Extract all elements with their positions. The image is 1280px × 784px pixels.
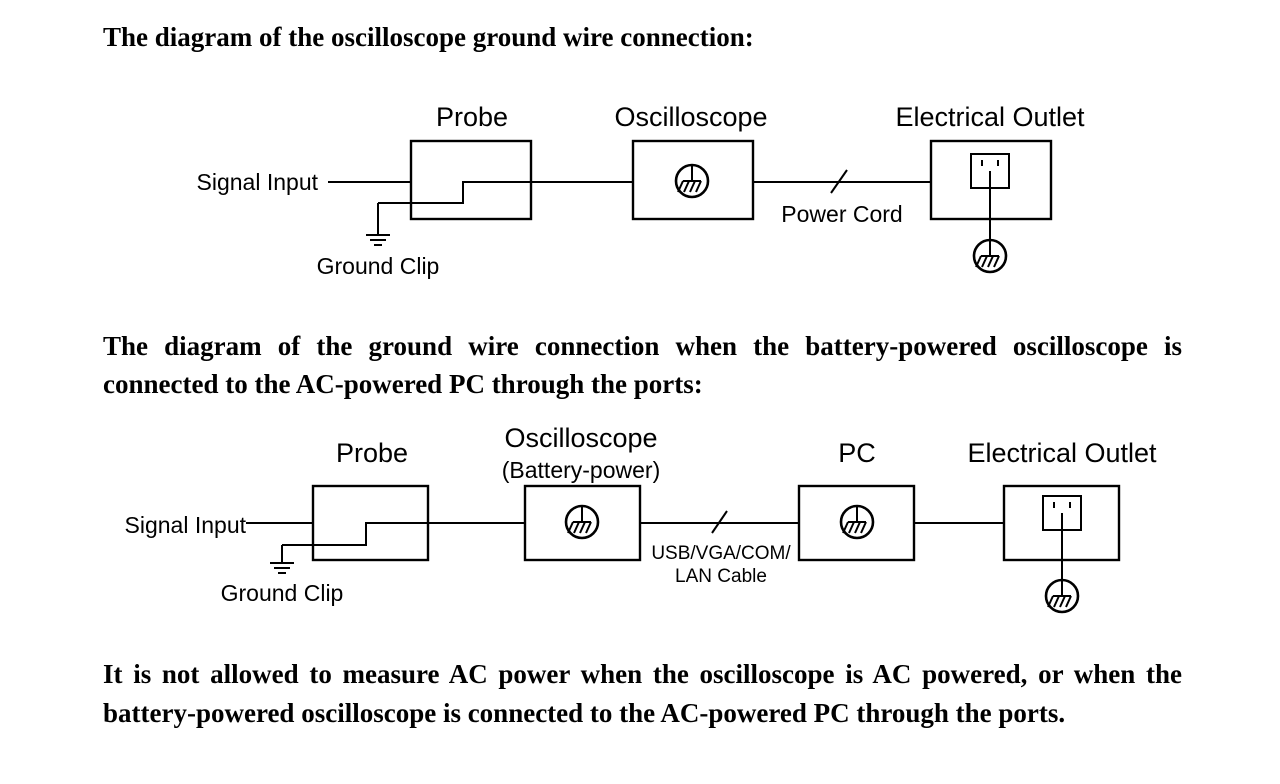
outlet-ground-icon (972, 238, 1008, 274)
oscilloscope-label: Oscilloscope (614, 102, 767, 132)
probe-inner-wire-2 (282, 522, 428, 546)
pc-label: PC (838, 438, 876, 468)
power-cord-label: Power Cord (781, 201, 902, 227)
electrical-outlet-label: Electrical Outlet (895, 102, 1085, 132)
chassis-ground-icon-2 (564, 504, 600, 540)
cable-label-line2: LAN Cable (675, 566, 767, 587)
ground-clip-label-2: Ground Clip (221, 580, 344, 606)
outlet-ground-icon-2 (1044, 578, 1080, 614)
warning-text: It is not allowed to measure AC power wh… (103, 659, 1182, 728)
ground-clip-label: Ground Clip (317, 253, 440, 279)
earth-ground-icon-2 (269, 562, 295, 574)
probe-inner-wire (378, 181, 531, 204)
probe-label-2: Probe (336, 438, 408, 468)
heading-battery-connection: The diagram of the ground wire connectio… (103, 331, 1182, 399)
pc-ground-icon (839, 504, 875, 540)
probe-box (409, 139, 533, 221)
signal-input-label-2: Signal Input (125, 512, 247, 538)
cable-label-line1: USB/VGA/COM/ (651, 543, 791, 564)
oscilloscope-label-2: Oscilloscope (504, 423, 657, 453)
electrical-outlet-label-2: Electrical Outlet (967, 438, 1157, 468)
heading-ground-connection: The diagram of the oscilloscope ground w… (103, 22, 754, 52)
cord-slash (830, 169, 848, 194)
earth-ground-icon (365, 234, 391, 246)
chassis-ground-icon (674, 163, 710, 199)
diagram-2: Probe Oscilloscope (Battery-power) PC El… (125, 423, 1157, 614)
probe-label: Probe (436, 102, 508, 132)
signal-input-label: Signal Input (197, 169, 319, 195)
battery-power-label: (Battery-power) (502, 457, 660, 483)
diagram-1: Probe Oscilloscope Electrical Outlet Sig… (197, 102, 1086, 279)
cable-slash (711, 510, 728, 534)
